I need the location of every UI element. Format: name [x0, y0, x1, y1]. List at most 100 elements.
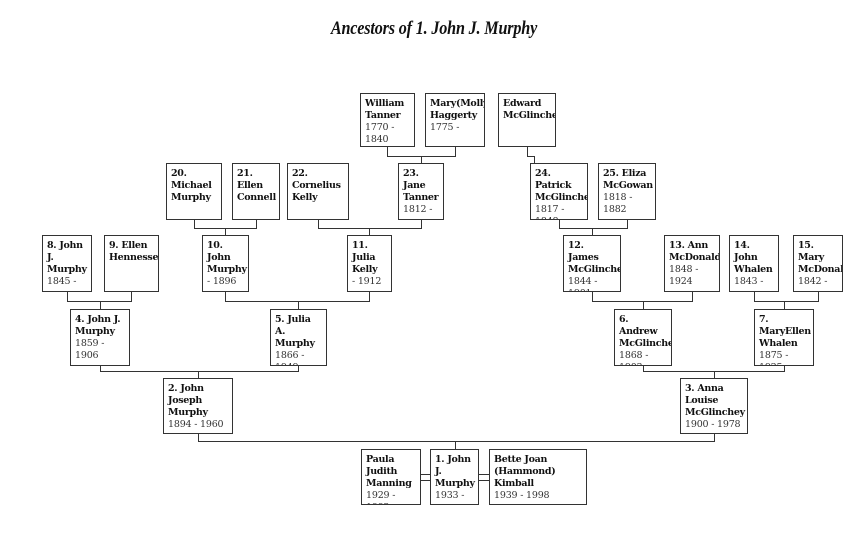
person-box-14[interactable]: 14. John Whalen 1843 -	[729, 235, 779, 292]
person-name: 23. Jane Tanner	[403, 168, 439, 203]
person-box-23[interactable]: 23. Jane Tanner 1812 -	[398, 163, 444, 220]
person-dates: 1812 -	[403, 204, 433, 215]
person-box-3[interactable]: 3. Anna Louise McGlinchey 1900 - 1978	[680, 378, 748, 434]
person-box-4[interactable]: 4. John J. Murphy 1859 - 1906	[70, 309, 130, 366]
person-name: 3. Anna Louise McGlinchey	[685, 383, 745, 418]
connector-line	[784, 366, 785, 371]
person-box-mary-haggerty[interactable]: Mary(Molly) Haggerty 1775 -	[425, 93, 485, 147]
person-box-21[interactable]: 21. Ellen Connell	[232, 163, 280, 220]
person-name: Mary(Molly) Haggerty	[430, 98, 484, 121]
connector-line	[714, 371, 715, 378]
connector-line	[592, 301, 693, 302]
person-dates: 1933 -	[435, 490, 465, 501]
connector-line	[67, 301, 132, 302]
person-dates: 1894 - 1960	[168, 419, 224, 430]
person-name: 7. MaryEllen Whalen	[759, 314, 811, 349]
connector-line	[714, 434, 715, 441]
person-name: 9. Ellen Hennessey	[109, 240, 159, 263]
connector-line	[318, 228, 422, 229]
person-box-15[interactable]: 15. Mary McDonald 1842 -	[793, 235, 843, 292]
connector-line	[298, 301, 299, 309]
connector-line	[318, 220, 319, 228]
connector-line	[131, 292, 132, 301]
connector-line	[559, 228, 628, 229]
person-dates: 1866 - 1949	[275, 350, 305, 365]
person-name: 25. Eliza McGowan	[603, 168, 653, 191]
connector-line	[754, 301, 819, 302]
person-box-paula-manning[interactable]: Paula Judith Manning 1929 - 1992	[361, 449, 421, 505]
person-box-8[interactable]: 8. John J. Murphy 1845 -	[42, 235, 92, 292]
person-dates: - 1912	[352, 276, 382, 287]
person-name: Bette Joan (Hammond) Kimball	[494, 454, 556, 489]
person-box-13[interactable]: 13. Ann McDonald 1848 - 1924	[664, 235, 720, 292]
person-dates: 1845 -	[47, 276, 77, 287]
connector-line	[421, 156, 422, 163]
spouse-connector	[479, 474, 489, 475]
person-name: 1. John J. Murphy	[435, 454, 475, 489]
person-name: 12. James McGlinchey	[568, 240, 620, 275]
person-box-2[interactable]: 2. John Joseph Murphy 1894 - 1960	[163, 378, 233, 434]
person-name: 21. Ellen Connell	[237, 168, 276, 203]
person-box-6[interactable]: 6. Andrew McGlinchey 1868 - 1903	[614, 309, 672, 366]
person-name: 14. John Whalen	[734, 240, 773, 275]
person-name: 24. Patrick McGlinchey	[535, 168, 587, 203]
person-box-7[interactable]: 7. MaryEllen Whalen 1875 - 1925	[754, 309, 814, 366]
person-name: 11. Julia Kelly	[352, 240, 378, 275]
connector-line	[534, 156, 535, 163]
spouse-connector	[421, 474, 430, 475]
person-dates: 1848 - 1924	[669, 264, 699, 287]
person-name: 20. Michael Murphy	[171, 168, 212, 203]
connector-line	[818, 292, 819, 301]
person-box-20[interactable]: 20. Michael Murphy	[166, 163, 222, 220]
person-name: Edward McGlinchey	[503, 98, 555, 121]
connector-line	[643, 366, 644, 371]
person-name: 13. Ann McDonald	[669, 240, 720, 263]
connector-line	[784, 301, 785, 309]
connector-line	[100, 301, 101, 309]
person-dates: 1868 - 1903	[619, 350, 649, 365]
person-box-22[interactable]: 22. Cornelius Kelly	[287, 163, 349, 220]
person-box-11[interactable]: 11. Julia Kelly - 1912	[347, 235, 392, 292]
connector-line	[100, 366, 101, 371]
connector-line	[225, 228, 226, 235]
person-box-9[interactable]: 9. Ellen Hennessey	[104, 235, 159, 292]
connector-line	[256, 220, 257, 228]
person-dates: 1842 -	[798, 276, 828, 287]
person-dates: 1843 -	[734, 276, 764, 287]
person-name: 15. Mary McDonald	[798, 240, 842, 275]
person-box-1[interactable]: 1. John J. Murphy 1933 -	[430, 449, 479, 505]
person-box-24[interactable]: 24. Patrick McGlinchey 1817 - 1848	[530, 163, 588, 220]
connector-line	[198, 434, 199, 441]
person-dates: - 1896	[207, 276, 237, 287]
connector-line	[592, 228, 593, 235]
person-name: 8. John J. Murphy	[47, 240, 87, 275]
person-dates: 1939 - 1998	[494, 490, 550, 501]
person-dates: 1929 - 1992	[366, 490, 396, 504]
connector-line	[527, 156, 535, 157]
person-box-edward-mcglinchey[interactable]: Edward McGlinchey	[498, 93, 556, 147]
connector-line	[527, 147, 528, 156]
connector-line	[421, 220, 422, 228]
person-box-5[interactable]: 5. Julia A. Murphy 1866 - 1949	[270, 309, 327, 366]
connector-line	[194, 220, 195, 228]
person-name: William Tanner	[365, 98, 405, 121]
person-name: 6. Andrew McGlinchey	[619, 314, 671, 349]
connector-line	[754, 292, 755, 301]
person-name: 5. Julia A. Murphy	[275, 314, 315, 349]
person-name: 10. John Murphy	[207, 240, 247, 275]
spouse-connector	[421, 480, 430, 481]
connector-line	[627, 220, 628, 228]
connector-line	[198, 441, 715, 442]
person-box-12[interactable]: 12. James McGlinchey 1844 - 1901	[563, 235, 621, 292]
person-box-bette-kimball[interactable]: Bette Joan (Hammond) Kimball 1939 - 1998	[489, 449, 587, 505]
person-box-10[interactable]: 10. John Murphy - 1896	[202, 235, 249, 292]
person-box-25[interactable]: 25. Eliza McGowan 1818 - 1882	[598, 163, 656, 220]
connector-line	[369, 292, 370, 301]
connector-line	[559, 220, 560, 228]
person-dates: 1859 - 1906	[75, 338, 105, 361]
person-name: 22. Cornelius Kelly	[292, 168, 341, 203]
chart-title: Ancestors of 1. John J. Murphy	[330, 18, 538, 39]
person-box-william-tanner[interactable]: William Tanner 1770 - 1840	[360, 93, 415, 147]
connector-line	[298, 366, 299, 371]
connector-line	[369, 228, 370, 235]
